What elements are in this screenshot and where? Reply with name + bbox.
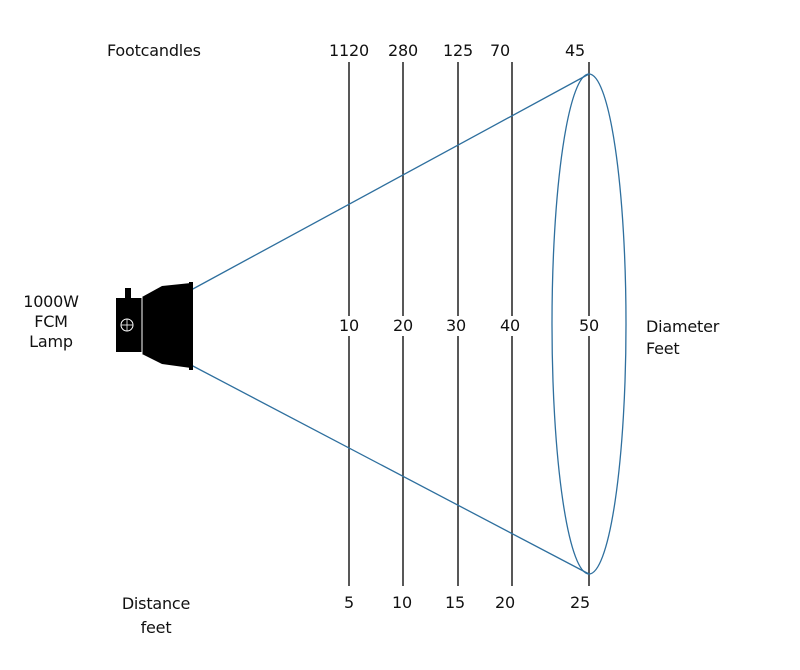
distance-value: 10 <box>392 593 412 612</box>
distance-label: Distance feet <box>110 592 202 640</box>
footcandle-value: 70 <box>490 41 510 60</box>
diameter-value: 10 <box>337 316 361 336</box>
distance-value: 5 <box>344 593 354 612</box>
lamp-label-line: FCM <box>34 312 68 331</box>
beam-lower-edge <box>190 364 590 575</box>
distance-value: 25 <box>570 593 590 612</box>
lamp-icon <box>116 282 193 370</box>
distance-value: 15 <box>445 593 465 612</box>
footcandle-value: 280 <box>388 41 418 60</box>
diameter-label-line: Diameter <box>646 317 720 336</box>
distance-label-line: feet <box>140 618 172 637</box>
lamp-label-line: 1000W <box>23 292 79 311</box>
diameter-value: 50 <box>577 316 601 336</box>
footcandle-value: 1120 <box>329 41 369 60</box>
beam-upper-edge <box>190 73 590 291</box>
lamp-label: 1000W FCM Lamp <box>18 292 84 352</box>
diameter-label-line: Feet <box>646 339 680 358</box>
diameter-value: 30 <box>444 316 468 336</box>
diameter-value: 40 <box>498 316 522 336</box>
lamp-label-line: Lamp <box>29 332 73 351</box>
distance-value: 20 <box>495 593 515 612</box>
beam-end-ellipse <box>551 73 627 575</box>
footcandles-heading: Footcandles <box>107 41 201 60</box>
diameter-label: Diameter Feet <box>646 316 719 360</box>
diameter-value: 20 <box>391 316 415 336</box>
footcandle-value: 125 <box>443 41 473 60</box>
distance-label-line: Distance <box>121 594 191 613</box>
footcandle-value: 45 <box>565 41 585 60</box>
